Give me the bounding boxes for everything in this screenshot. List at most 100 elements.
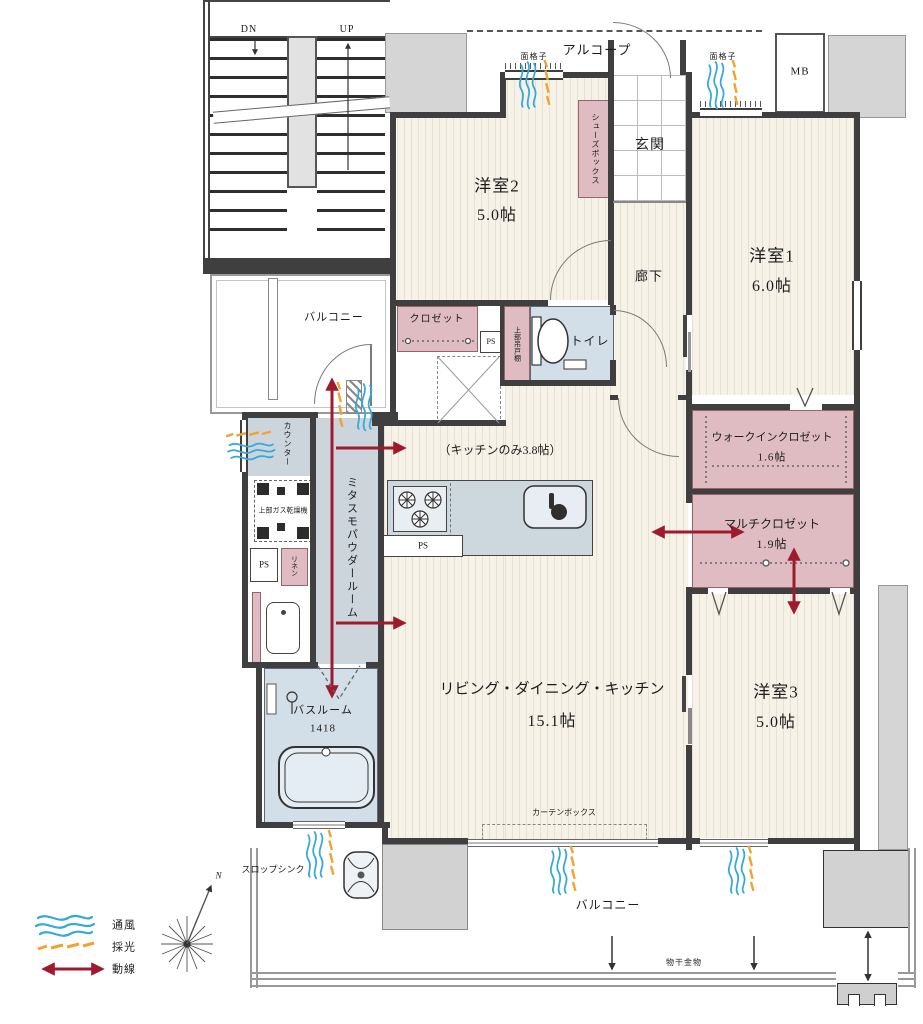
wall <box>345 822 390 828</box>
grille-label: 面格子 <box>520 52 548 61</box>
wall <box>610 305 616 315</box>
washer-corner <box>257 483 269 495</box>
compass-icon <box>161 884 213 972</box>
gray-area <box>382 844 468 930</box>
stair-flight-left <box>210 36 287 240</box>
balcony-rail <box>914 848 916 988</box>
slop-sink-label: スロップシンク <box>241 864 305 875</box>
washer-corner <box>277 523 285 531</box>
stair-left-wall <box>203 0 210 274</box>
window-grille <box>505 63 563 69</box>
legend-flow-label: 動線 <box>112 963 136 976</box>
sliding-door <box>688 708 692 744</box>
stair-flight-right <box>317 36 385 240</box>
wall <box>854 112 860 850</box>
wall <box>610 395 618 400</box>
curtain-box-label: カーテンボックス <box>532 808 596 817</box>
sliding-door <box>683 315 687 357</box>
wall <box>686 370 692 503</box>
wall <box>822 404 854 410</box>
anchor-block <box>837 983 897 1005</box>
wall <box>686 587 692 675</box>
wic-name: ウォークインクロゼット <box>711 431 833 444</box>
ldk-name: リビング・ダイニング・キッチン <box>439 681 665 698</box>
wall <box>610 360 616 386</box>
wall <box>500 380 614 386</box>
wall <box>500 306 504 384</box>
wall <box>242 412 316 418</box>
balcony-rail <box>256 848 258 988</box>
wall <box>382 838 468 844</box>
room-counter <box>248 418 310 476</box>
window <box>505 70 563 80</box>
washer-corner <box>277 487 285 495</box>
stove-box <box>393 486 447 532</box>
gas-dryer-label: 上部ガス乾燥機 <box>257 506 309 516</box>
wall <box>690 404 790 410</box>
stair-down-label: DN <box>238 24 260 35</box>
wall <box>658 838 690 844</box>
vanity-mirror-strip <box>252 592 261 664</box>
bedroom2-size: 5.0帖 <box>476 207 518 224</box>
balcony-rail <box>252 985 836 987</box>
washer-corner <box>297 527 309 539</box>
wall <box>242 412 248 420</box>
ldk-size: 15.1帖 <box>527 713 577 730</box>
alcove-label: アルコープ <box>562 42 632 58</box>
ps-label: PS <box>417 540 429 551</box>
bedroom1-size: 6.0帖 <box>751 278 793 295</box>
wall <box>372 412 398 426</box>
kitchen-divider <box>450 483 451 553</box>
window <box>852 281 862 350</box>
hallway-label: 廊下 <box>634 268 664 284</box>
wall <box>686 72 692 315</box>
shoe-box-label: シューズボックス <box>591 113 600 185</box>
entrance-step-line <box>613 201 686 203</box>
bathroom-size: 1418 <box>310 722 336 735</box>
balcony-rail <box>252 978 836 980</box>
counter-label: カウンター <box>283 421 292 467</box>
balcony-rail <box>898 978 916 980</box>
wall <box>390 112 506 118</box>
gray-pillar <box>823 850 910 928</box>
wall <box>203 258 390 274</box>
wall <box>500 72 506 118</box>
wall <box>242 472 248 668</box>
gray-area <box>878 585 908 850</box>
ps-box <box>250 548 278 582</box>
wall <box>390 112 396 426</box>
washer-corner <box>297 483 309 495</box>
gray-area <box>828 35 906 118</box>
wall <box>850 588 854 594</box>
bedroom1-name: 洋室1 <box>749 246 795 266</box>
wall <box>390 420 506 426</box>
stair-up-label: UP <box>337 24 357 35</box>
sliding-door <box>682 676 686 712</box>
bathroom-name: バスルーム <box>293 704 353 717</box>
shoe-box <box>578 100 610 198</box>
room-ldk <box>613 398 688 844</box>
legend-daylight-label: 採光 <box>112 941 136 954</box>
ps-label: PS <box>486 337 496 346</box>
wall <box>378 412 384 828</box>
linen-box <box>281 548 308 586</box>
wall <box>242 662 318 668</box>
room-bedroom1 <box>692 118 854 395</box>
window-grille <box>700 101 762 107</box>
bedroom3-size: 5.0帖 <box>755 714 797 731</box>
door-leaf <box>370 344 372 406</box>
stair-top-line <box>203 0 390 2</box>
balcony-rail <box>908 848 910 974</box>
wall <box>686 112 860 118</box>
kitchen-note-label: （キッチンのみ3.8帖） <box>438 443 562 457</box>
anchor-notch <box>848 994 860 1006</box>
balcony-west-label: バルコニー <box>304 311 364 324</box>
room-closet <box>397 306 478 352</box>
window <box>293 821 345 829</box>
wall <box>690 588 708 594</box>
wall <box>382 822 388 844</box>
wall <box>690 489 854 494</box>
wall <box>608 40 614 75</box>
wall <box>768 838 860 844</box>
